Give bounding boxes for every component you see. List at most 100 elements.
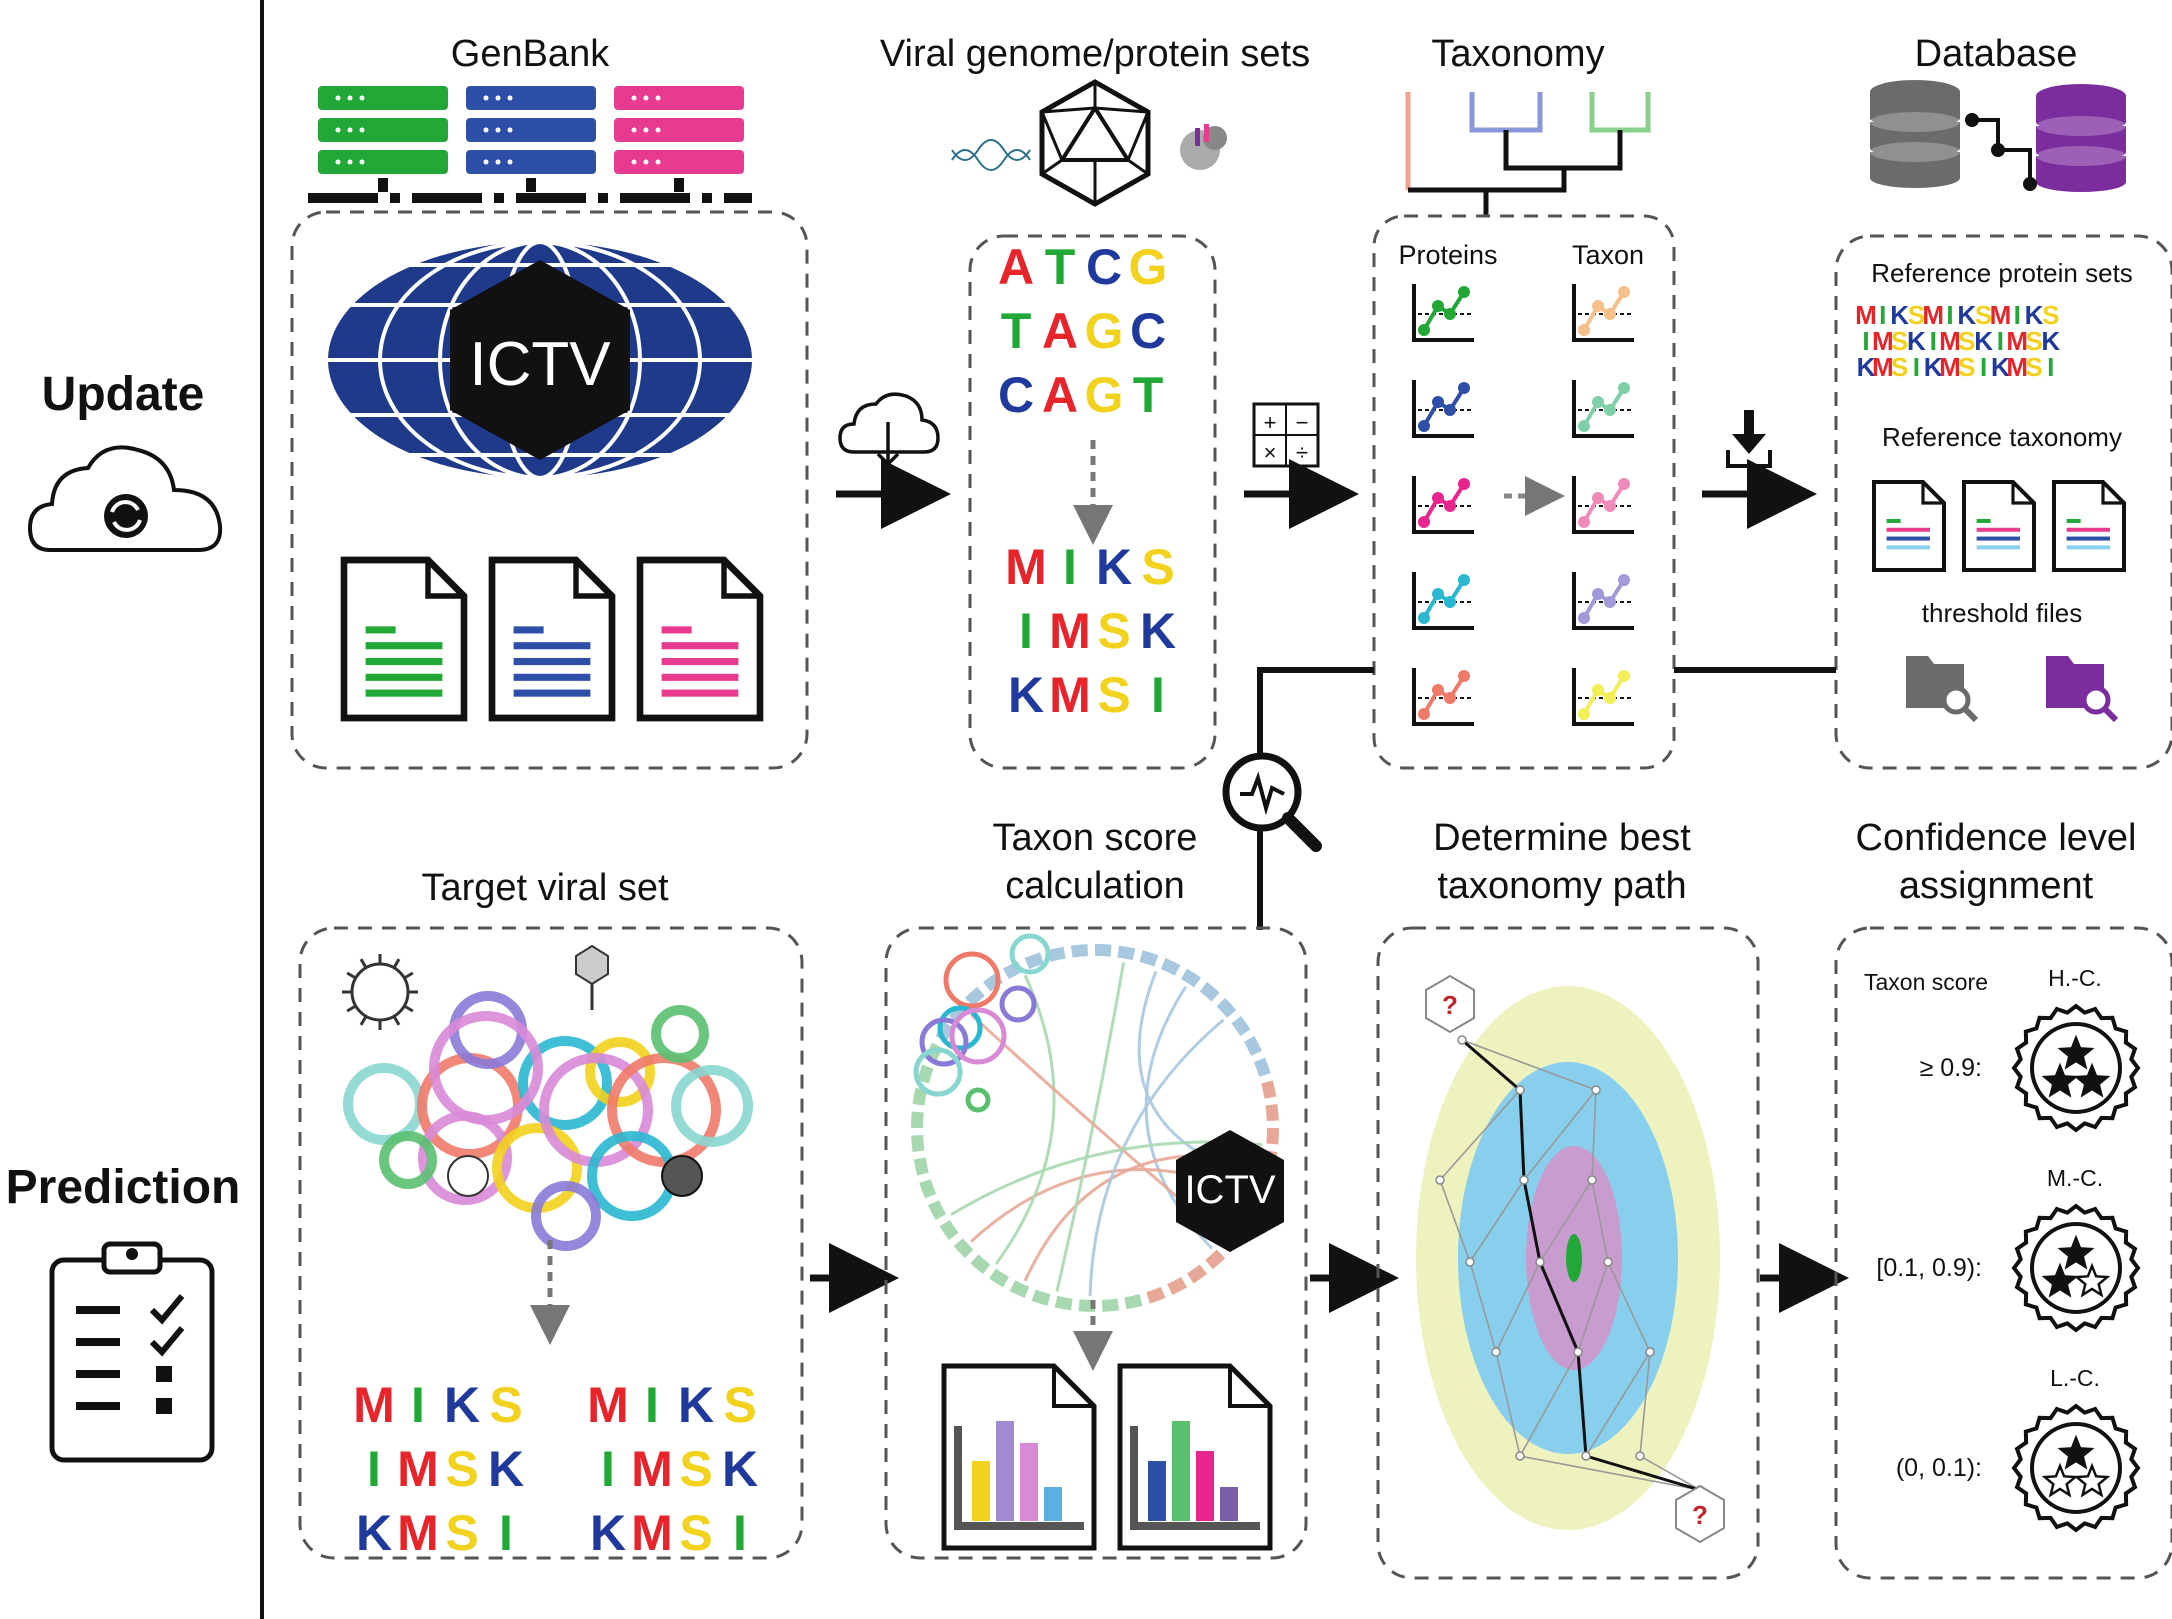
server-led bbox=[347, 127, 353, 133]
spike bbox=[392, 958, 401, 969]
ref-taxonomy-label: Reference taxonomy bbox=[1882, 422, 2122, 452]
document-line bbox=[1976, 527, 2020, 532]
badge-star bbox=[2057, 1234, 2095, 1270]
taxonomy-path-target bbox=[1416, 986, 1720, 1530]
server-led bbox=[347, 159, 353, 165]
phage-head-icon bbox=[575, 944, 609, 986]
chart-point bbox=[1592, 492, 1604, 504]
bar-chart-document bbox=[1117, 1363, 1273, 1551]
path-node bbox=[1515, 1085, 1525, 1095]
circos-segment bbox=[913, 1157, 929, 1176]
chart-point bbox=[1432, 684, 1444, 696]
circos-segment bbox=[911, 1111, 924, 1129]
chart-point bbox=[1444, 404, 1456, 416]
chart-axes bbox=[1412, 476, 1474, 534]
document-line bbox=[513, 626, 544, 634]
circos-segment bbox=[1094, 944, 1112, 957]
chart-series bbox=[1582, 578, 1626, 620]
circos-segment bbox=[1231, 1015, 1251, 1037]
reference-amino-acid: I bbox=[1930, 326, 1937, 356]
taxonomy-title: Taxonomy bbox=[1431, 33, 1604, 75]
nucleotide-letter: G bbox=[1085, 303, 1124, 359]
path-node bbox=[1591, 1085, 1601, 1095]
mini-line-chart bbox=[1412, 380, 1474, 438]
taxon-score-title-1: Taxon score bbox=[993, 817, 1198, 859]
taxonomy-document-icon bbox=[1872, 480, 1946, 572]
chart-bar bbox=[1148, 1461, 1166, 1521]
badge-star bbox=[2041, 1462, 2079, 1498]
reference-amino-acid: M bbox=[2006, 352, 2028, 382]
circos-genome-ring bbox=[1009, 933, 1051, 975]
circos-segment bbox=[964, 986, 985, 1007]
reference-amino-acid: M bbox=[2006, 326, 2028, 356]
reference-amino-acid: K bbox=[1991, 352, 2010, 382]
chart-bar bbox=[972, 1461, 990, 1521]
reference-amino-acid: S bbox=[2042, 300, 2059, 330]
chart-series bbox=[1582, 290, 1626, 332]
circos-segment bbox=[1047, 946, 1066, 962]
confidence-level-name: L.-C. bbox=[2050, 1365, 2100, 1391]
viral-genome-rings bbox=[342, 944, 753, 1251]
reference-amino-acid: M bbox=[1922, 300, 1944, 330]
server-unit bbox=[318, 118, 448, 142]
confidence-badge bbox=[2011, 1403, 2141, 1533]
reference-amino-acid: S bbox=[1891, 326, 1908, 356]
chart-point bbox=[1604, 404, 1616, 416]
document-line bbox=[661, 689, 739, 697]
document-line bbox=[513, 657, 591, 666]
circos-genome-ring bbox=[943, 951, 1001, 1009]
amino-acid-letter: S bbox=[1097, 667, 1130, 723]
server-led bbox=[631, 127, 637, 133]
nucleotide-letter: G bbox=[1085, 367, 1124, 423]
amino-acid-letter: K bbox=[1140, 603, 1176, 659]
chart-point bbox=[1618, 382, 1630, 394]
circos-segment bbox=[1124, 1294, 1143, 1310]
genome-ring bbox=[671, 1065, 753, 1147]
document-fold bbox=[573, 560, 612, 599]
chart-point bbox=[1578, 324, 1590, 336]
database-panel bbox=[1834, 234, 2172, 770]
target-amino-acid: S bbox=[489, 1377, 522, 1433]
amino-acid-letter: S bbox=[1097, 603, 1130, 659]
server-led bbox=[507, 127, 513, 133]
chart-point bbox=[1458, 670, 1470, 682]
mini-line-chart bbox=[1412, 572, 1474, 630]
taxonomy-tree-icon bbox=[1405, 92, 1651, 216]
badge-star bbox=[2073, 1062, 2111, 1098]
cylinder-sep bbox=[2036, 146, 2126, 166]
nucleotide-letter: A bbox=[1042, 367, 1078, 423]
chart-bar bbox=[1044, 1487, 1062, 1521]
server-led bbox=[643, 95, 649, 101]
path-node bbox=[1645, 1347, 1655, 1357]
chart-point bbox=[1592, 684, 1604, 696]
target-amino-acid: K bbox=[356, 1505, 392, 1561]
circos-segment bbox=[919, 1179, 937, 1199]
chart-axes bbox=[1412, 572, 1474, 630]
amino-acid-letter: M bbox=[1049, 667, 1091, 723]
purple-database bbox=[2036, 84, 2126, 192]
path-node bbox=[1519, 1175, 1529, 1185]
svg-text:+: + bbox=[1264, 410, 1277, 435]
chart-point bbox=[1604, 596, 1616, 608]
target-amino-acid: K bbox=[590, 1505, 626, 1561]
signal-search-icon bbox=[1222, 752, 1322, 852]
chart-series bbox=[1582, 482, 1626, 524]
circos-segment bbox=[1266, 1127, 1279, 1145]
server-led bbox=[655, 95, 661, 101]
genbank-documents bbox=[340, 556, 764, 722]
link-node bbox=[1965, 113, 1979, 127]
chart-point bbox=[1458, 478, 1470, 490]
chart-point bbox=[1578, 420, 1590, 432]
best-path-title-2: taxonomy path bbox=[1437, 865, 1686, 907]
reference-amino-acid: I bbox=[2047, 352, 2054, 382]
chart-point bbox=[1444, 692, 1456, 704]
document-line bbox=[365, 642, 443, 650]
nucleotide-letter: T bbox=[1133, 367, 1164, 423]
target-amino-acid: I bbox=[411, 1377, 425, 1433]
score-bar-chart-documents bbox=[941, 1363, 1273, 1551]
document-line bbox=[365, 657, 443, 666]
circos-genome-ring bbox=[919, 1017, 969, 1067]
nucleotide-letter: T bbox=[1001, 303, 1032, 359]
chart-bar bbox=[1196, 1451, 1214, 1521]
